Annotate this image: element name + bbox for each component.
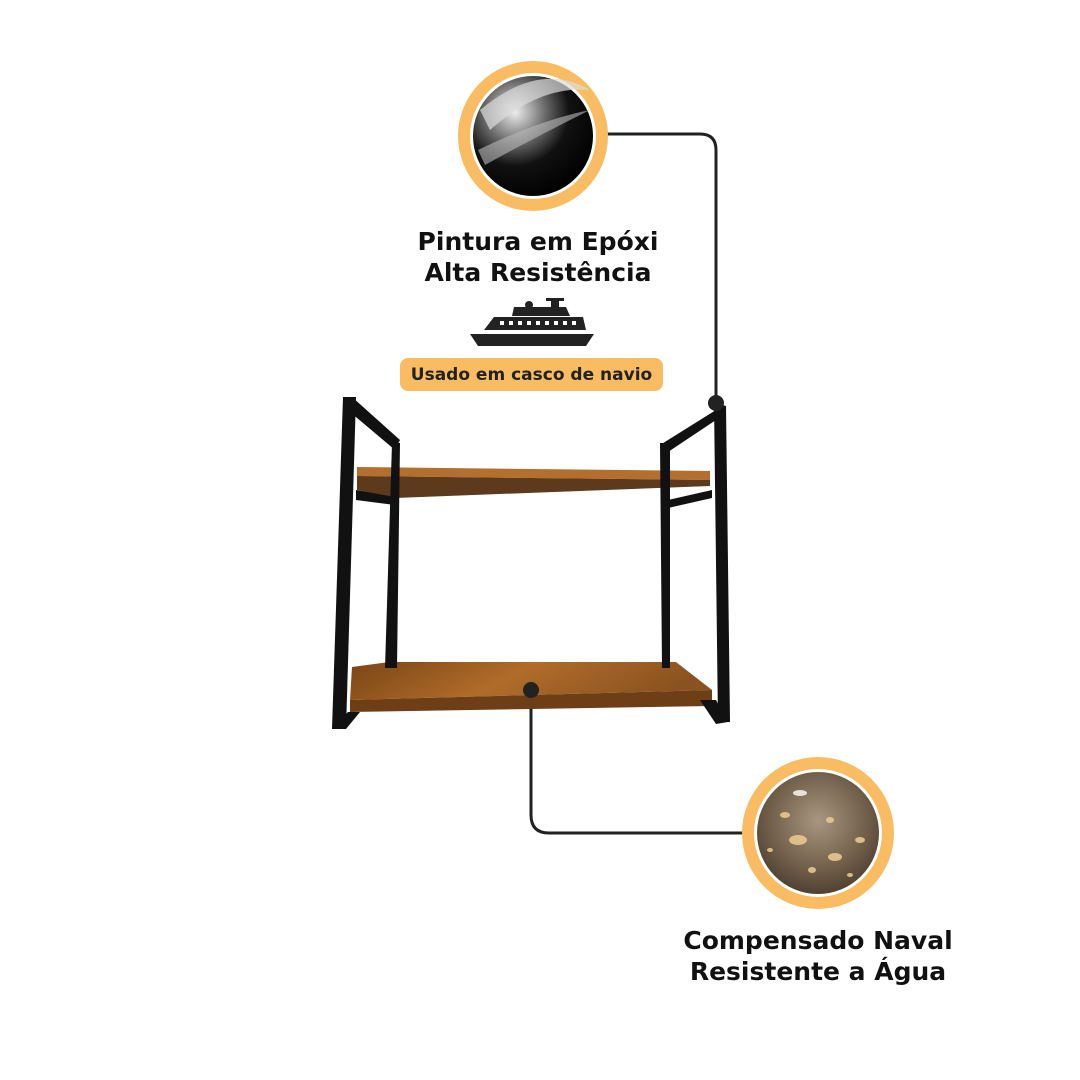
connector-dot-plywood <box>523 682 539 698</box>
plywood-title-line2: Resistente a Água <box>689 957 947 986</box>
plywood-feature-title: Compensado Naval Resistente a Água <box>618 925 1018 987</box>
epoxy-finish-image <box>458 61 608 211</box>
connector-epoxy <box>600 132 718 403</box>
ship-hull-badge: Usado em casco de navio <box>400 358 663 391</box>
epoxy-title-line2: Alta Resistência <box>424 258 652 287</box>
ship-icon <box>470 298 594 346</box>
connector-dot-epoxy <box>708 395 724 411</box>
plywood-title-line1: Compensado Naval <box>683 926 953 955</box>
epoxy-title-line1: Pintura em Epóxi <box>417 227 659 256</box>
shelf-product-image <box>332 397 730 729</box>
epoxy-feature-title: Pintura em Epóxi Alta Resistência <box>338 226 738 288</box>
water-resistant-wood-image <box>742 757 894 909</box>
connector-plywood <box>529 690 750 835</box>
